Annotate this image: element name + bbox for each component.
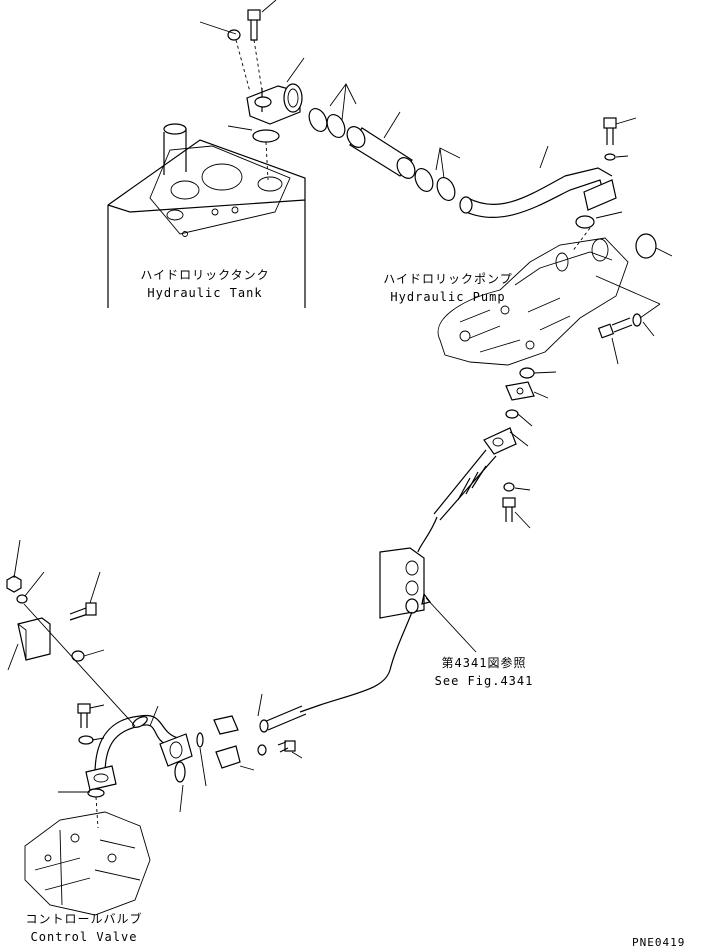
leader-see-fig [425,597,477,653]
hydraulic-pump-label-en: Hydraulic Pump [390,290,506,304]
hydraulic-tank-label-jp: ハイドロリックタンク [140,268,270,282]
leader-lines [7,0,673,813]
o-ring-pump-top [575,215,595,229]
control-valve-label-en: Control Valve [30,930,138,944]
washer-top [227,29,251,93]
split-flange [505,381,535,401]
washer-pump-top [604,153,616,161]
control-valve [24,811,151,916]
o-ring-valve-port [87,788,105,798]
junction-block [379,547,425,619]
bolt-top [247,9,263,91]
hose-clamps-lower [414,168,456,201]
hydraulic-pump [437,237,629,366]
pressure-tube-lower [213,611,413,735]
clip [71,650,85,662]
see-fig-label-jp: 第4341図参照 [441,656,527,670]
suction-hose [346,126,416,179]
o-ring-pump-side [635,233,657,259]
bracket [17,617,51,661]
washer-valve [78,735,94,745]
hose-clamps-upper [308,108,346,138]
clamp-lower [215,740,296,769]
o-ring-tank [252,129,280,143]
hydraulic-tank-label-en: Hydraulic Tank [147,286,263,300]
bolt-pump-top [603,117,617,145]
hydraulic-tank [107,123,306,308]
bolt-flange [502,497,516,522]
valve-elbow-tube [85,714,193,791]
o-ring-valve [196,732,204,748]
hydraulic-pump-label-jp: ハイドロリックポンプ [383,272,513,286]
bolt-bracket [69,602,97,621]
leader-assembly [23,603,136,727]
control-valve-label-jp: コントロールバルブ [25,912,143,926]
drawing-code: PNE0419 [632,936,686,949]
washer-flange [503,482,515,492]
suction-tube [459,167,617,219]
o-ring-flange-2 [505,409,519,419]
bolt-pump-side [597,313,642,339]
see-fig-label-en: See Fig.4341 [434,674,534,688]
pressure-hose-upper [417,427,517,553]
bolt-valve [77,703,91,728]
suction-elbow [246,83,303,125]
o-ring-flange-1 [519,367,535,379]
nut-bracket [6,575,28,604]
